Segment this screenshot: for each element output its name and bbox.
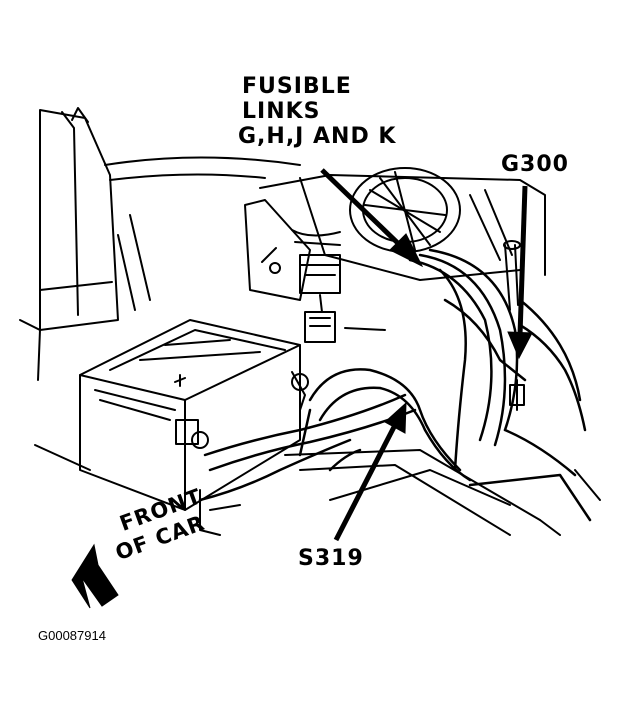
relay-connectors: [291, 229, 386, 343]
fusible-label-line1: FUSIBLE: [242, 74, 352, 99]
s319-label: S319: [298, 546, 364, 571]
battery: [79, 319, 309, 511]
component-housing: [244, 167, 546, 301]
fusible-label-line2: LINKS: [242, 99, 321, 124]
front-of-car-arrow: [71, 543, 119, 609]
ground-stud: [503, 240, 525, 411]
fusible-label-line3: G,H,J AND K: [238, 124, 397, 149]
s319-arrow: [333, 401, 407, 542]
callout-arrows: [71, 168, 533, 609]
wiring-harness: [198, 248, 592, 522]
body-lines: [39, 156, 301, 311]
g300-label: G300: [501, 152, 569, 177]
fusible-links-arrow: [320, 168, 424, 268]
figure-id: G00087914: [38, 628, 106, 643]
hood-panel: [19, 107, 119, 381]
fusible-links-label: FUSIBLE LINKS G,H,J AND K: [238, 76, 396, 148]
g300-arrow: [507, 185, 533, 360]
